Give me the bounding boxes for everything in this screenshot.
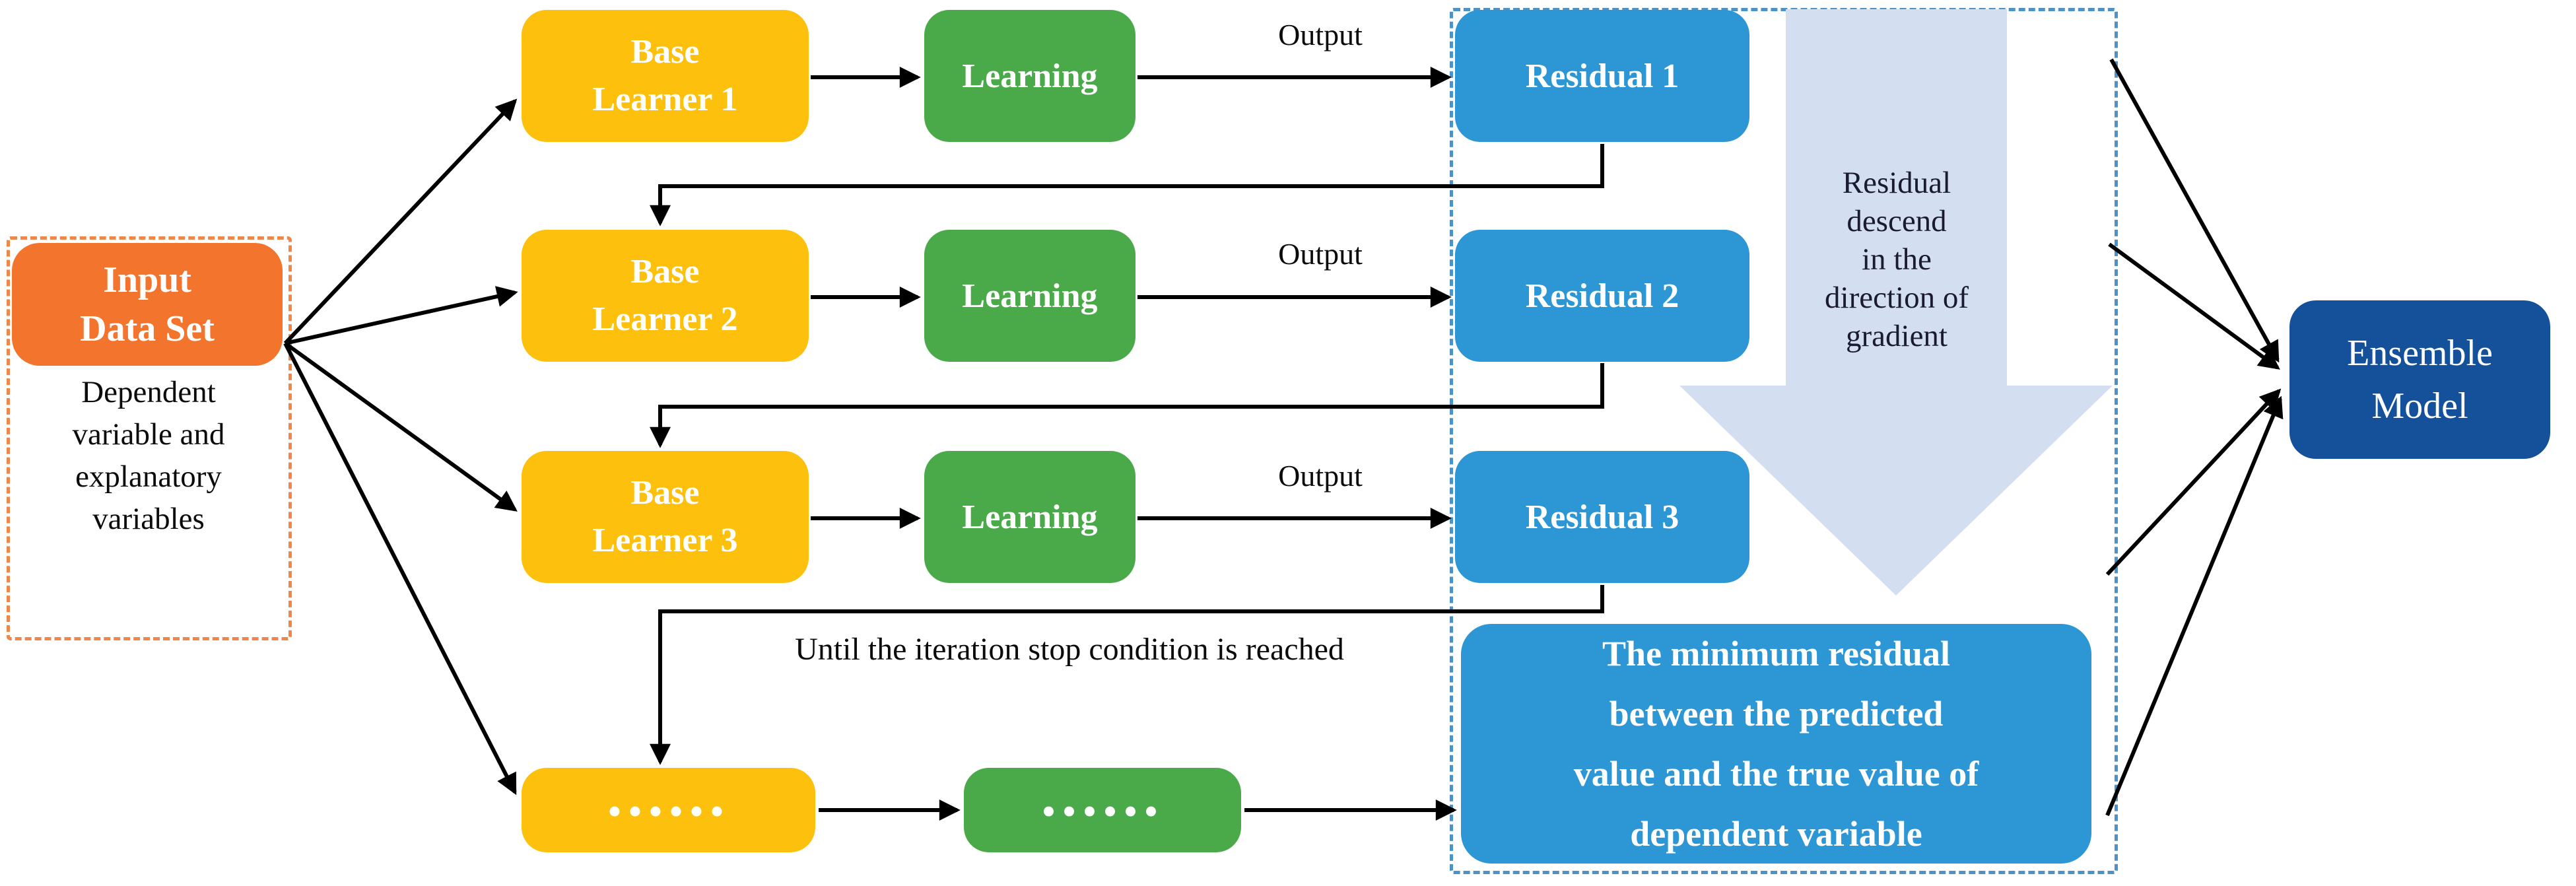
min-residual-line: value and the true value of	[1573, 753, 1979, 794]
arrow-residual2-to-learner3	[650, 363, 1604, 448]
learner-dots-label: ......	[607, 761, 730, 829]
learning-1-box: Learning	[924, 10, 1135, 142]
ensemble-model-label: Ensemble	[2347, 333, 2493, 374]
output-label-3: Output	[1278, 459, 1363, 493]
arrow-minresidual-to-ensemble	[2105, 395, 2284, 817]
residual-2-box: Residual 2	[1455, 230, 1749, 362]
min-residual-line: The minimum residual	[1602, 633, 1951, 673]
residual-3-label: Residual 3	[1525, 498, 1679, 536]
ensemble-model-box: Ensemble Model	[2289, 300, 2550, 459]
feedback-arrows	[650, 144, 1604, 765]
learning-2-box: Learning	[924, 230, 1135, 362]
base-learner-2-label: Base	[630, 253, 700, 290]
arrow-residual2-to-ensemble	[2108, 242, 2280, 370]
residual-1-label: Residual 1	[1525, 57, 1679, 95]
residual-3-box: Residual 3	[1455, 451, 1749, 583]
input-subtitle: Dependent variable and explanatory varia…	[0, 371, 297, 540]
row-arrows	[811, 67, 1457, 821]
gradient-descent-note: Residual descend in the direction of gra…	[1777, 164, 2016, 355]
arrow-residual1-to-ensemble	[2109, 58, 2280, 363]
arrow-residual3-to-learnerdots	[650, 585, 1604, 765]
learning-3-box: Learning	[924, 451, 1135, 583]
output-label-2: Output	[1278, 237, 1363, 271]
input-title-line: Data Set	[80, 308, 215, 349]
base-learner-3-box: Base Learner 3	[522, 451, 809, 583]
input-subtitle-line: variables	[92, 502, 205, 536]
min-residual-box: The minimum residual between the predict…	[1461, 624, 2091, 864]
input-subtitle-line: Dependent	[81, 375, 216, 409]
arrow-residual3-to-ensemble	[2105, 388, 2282, 576]
ensemble-model-label: Model	[2371, 386, 2468, 426]
base-learner-2-label: Learner 2	[592, 300, 738, 338]
input-subtitle-line: variable and	[72, 417, 225, 452]
base-learner-3-label: Learner 3	[592, 522, 738, 559]
output-label-1: Output	[1278, 18, 1363, 51]
residual-2-label: Residual 2	[1525, 277, 1679, 315]
gradient-note-line: Residual	[1842, 166, 1951, 200]
gradient-note-line: gradient	[1846, 319, 1948, 353]
arrow-residual1-to-learner2	[650, 144, 1604, 226]
arrow-input-to-learner-1	[283, 98, 518, 345]
learning-1-label: Learning	[962, 57, 1098, 95]
residual-1-box: Residual 1	[1455, 10, 1749, 142]
input-subtitle-line: explanatory	[75, 460, 222, 494]
learner-dots-box: ......	[522, 761, 815, 852]
learning-dots-box: ......	[964, 761, 1241, 852]
input-fanout-arrows	[283, 98, 518, 796]
learning-2-label: Learning	[962, 277, 1098, 315]
residual-dashed-container	[1450, 8, 2118, 874]
gradient-descent-big-arrow	[1679, 9, 2113, 596]
gradient-note-line: direction of	[1825, 281, 1969, 315]
base-learner-1-box: Base Learner 1	[522, 10, 809, 142]
arrow-input-to-learner-3	[284, 341, 518, 512]
base-learner-1-label: Learner 1	[592, 81, 738, 118]
iteration-stop-note: Until the iteration stop condition is re…	[795, 632, 1344, 667]
input-dashed-container	[7, 236, 292, 640]
arrow-input-to-learner-2	[285, 286, 518, 345]
input-title-line: Input	[103, 259, 191, 300]
input-data-set-box: Input Data Set	[12, 243, 283, 366]
ensemble-arrows	[2105, 58, 2284, 817]
gradient-note-line: descend	[1847, 204, 1947, 238]
min-residual-line: dependent variable	[1630, 813, 1922, 854]
arrow-input-to-learner-dots	[283, 342, 517, 796]
base-learner-3-label: Base	[630, 474, 700, 512]
learning-3-label: Learning	[962, 498, 1098, 536]
min-residual-line: between the predicted	[1609, 693, 1944, 733]
gradient-note-line: in the	[1862, 242, 1932, 277]
base-learner-2-box: Base Learner 2	[522, 230, 809, 362]
learning-dots-label: ......	[1041, 761, 1164, 829]
base-learner-1-label: Base	[630, 33, 700, 71]
